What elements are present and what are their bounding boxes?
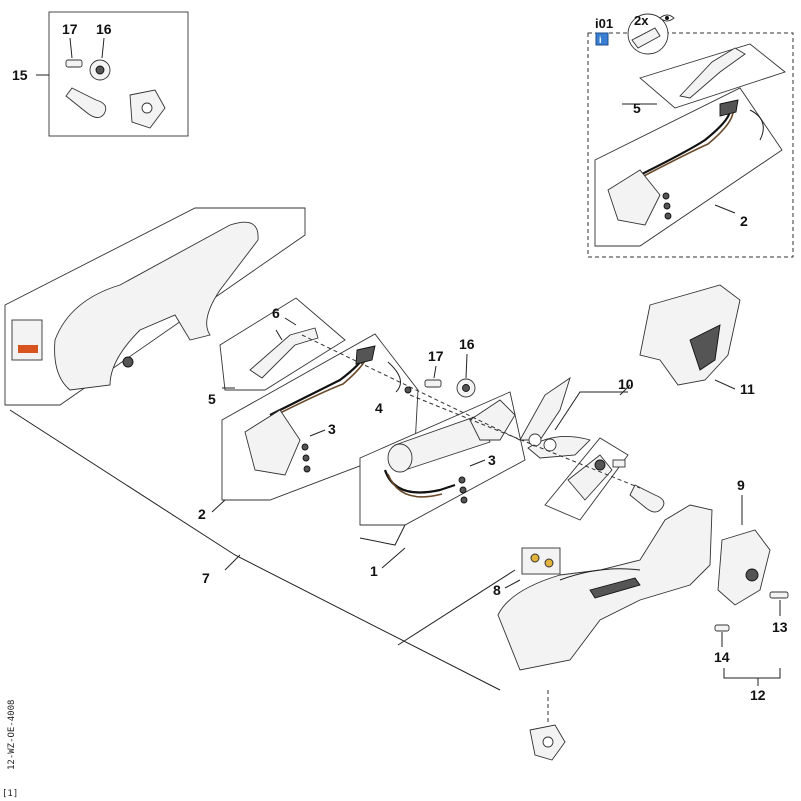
panel-trigger: 6 5 xyxy=(208,297,346,407)
callout-3-a: 3 xyxy=(328,421,336,437)
upper-blade-icon xyxy=(519,376,571,441)
label-plate-icon xyxy=(521,547,561,575)
assembly-7-leaders: 7 xyxy=(9,334,641,691)
callout-1: 1 xyxy=(370,563,378,579)
callout-16-inset: 16 xyxy=(96,21,112,37)
pcb-module-icon xyxy=(244,409,301,476)
multiplier-label: 2x xyxy=(634,13,649,28)
callout-6: 6 xyxy=(272,305,280,321)
housing-half-right: 8 xyxy=(493,504,713,761)
screw-14-icon xyxy=(714,624,730,632)
callout-4: 4 xyxy=(375,400,383,416)
callout-11: 11 xyxy=(740,381,755,397)
callout-13: 13 xyxy=(772,619,788,635)
trigger-lever-icon xyxy=(679,47,746,99)
side-cap: 9 13 14 12 xyxy=(714,477,789,703)
callout-12: 12 xyxy=(750,687,766,703)
callout-8: 8 xyxy=(493,582,501,598)
callout-5-inset: 5 xyxy=(633,100,641,116)
inset-box-15: 15 17 16 xyxy=(12,11,189,137)
info-label: i01 xyxy=(595,16,613,31)
callout-5: 5 xyxy=(208,391,216,407)
trigger-icon xyxy=(249,327,319,379)
screw-icon xyxy=(65,59,83,68)
corner-mark: [1] xyxy=(2,789,18,799)
nose-cover-icon xyxy=(639,284,741,386)
screw-13-icon xyxy=(769,591,789,599)
callout-2-inset: 2 xyxy=(740,213,748,229)
drawing-code: 12-WZ-OE-4008 xyxy=(7,700,17,770)
warning-label-icon xyxy=(11,319,43,361)
callout-9: 9 xyxy=(737,477,745,493)
inset-box-kit: i01 i 2x 5 2 xyxy=(587,13,794,258)
callout-10: 10 xyxy=(618,376,634,392)
info-icon xyxy=(595,32,609,46)
housing-half-left xyxy=(4,207,306,406)
callout-3-b: 3 xyxy=(488,452,496,468)
screw-17-icon xyxy=(424,379,442,388)
callout-16: 16 xyxy=(459,336,475,352)
pivot-bolt-icon xyxy=(65,87,107,118)
end-cap-icon xyxy=(717,529,771,606)
callout-17-inset: 17 xyxy=(62,21,78,37)
front-cover: 11 xyxy=(639,284,755,397)
callout-14: 14 xyxy=(714,649,730,665)
circuit-board-icon xyxy=(607,169,661,226)
svg-text:i: i xyxy=(599,35,602,45)
blade-set: 10 xyxy=(519,376,665,521)
callout-15: 15 xyxy=(12,67,28,83)
blade-bolt-icon xyxy=(629,484,665,513)
callout-7: 7 xyxy=(202,570,210,586)
callout-17: 17 xyxy=(428,348,444,364)
gearbox-icon xyxy=(469,399,516,441)
callout-2: 2 xyxy=(198,506,206,522)
